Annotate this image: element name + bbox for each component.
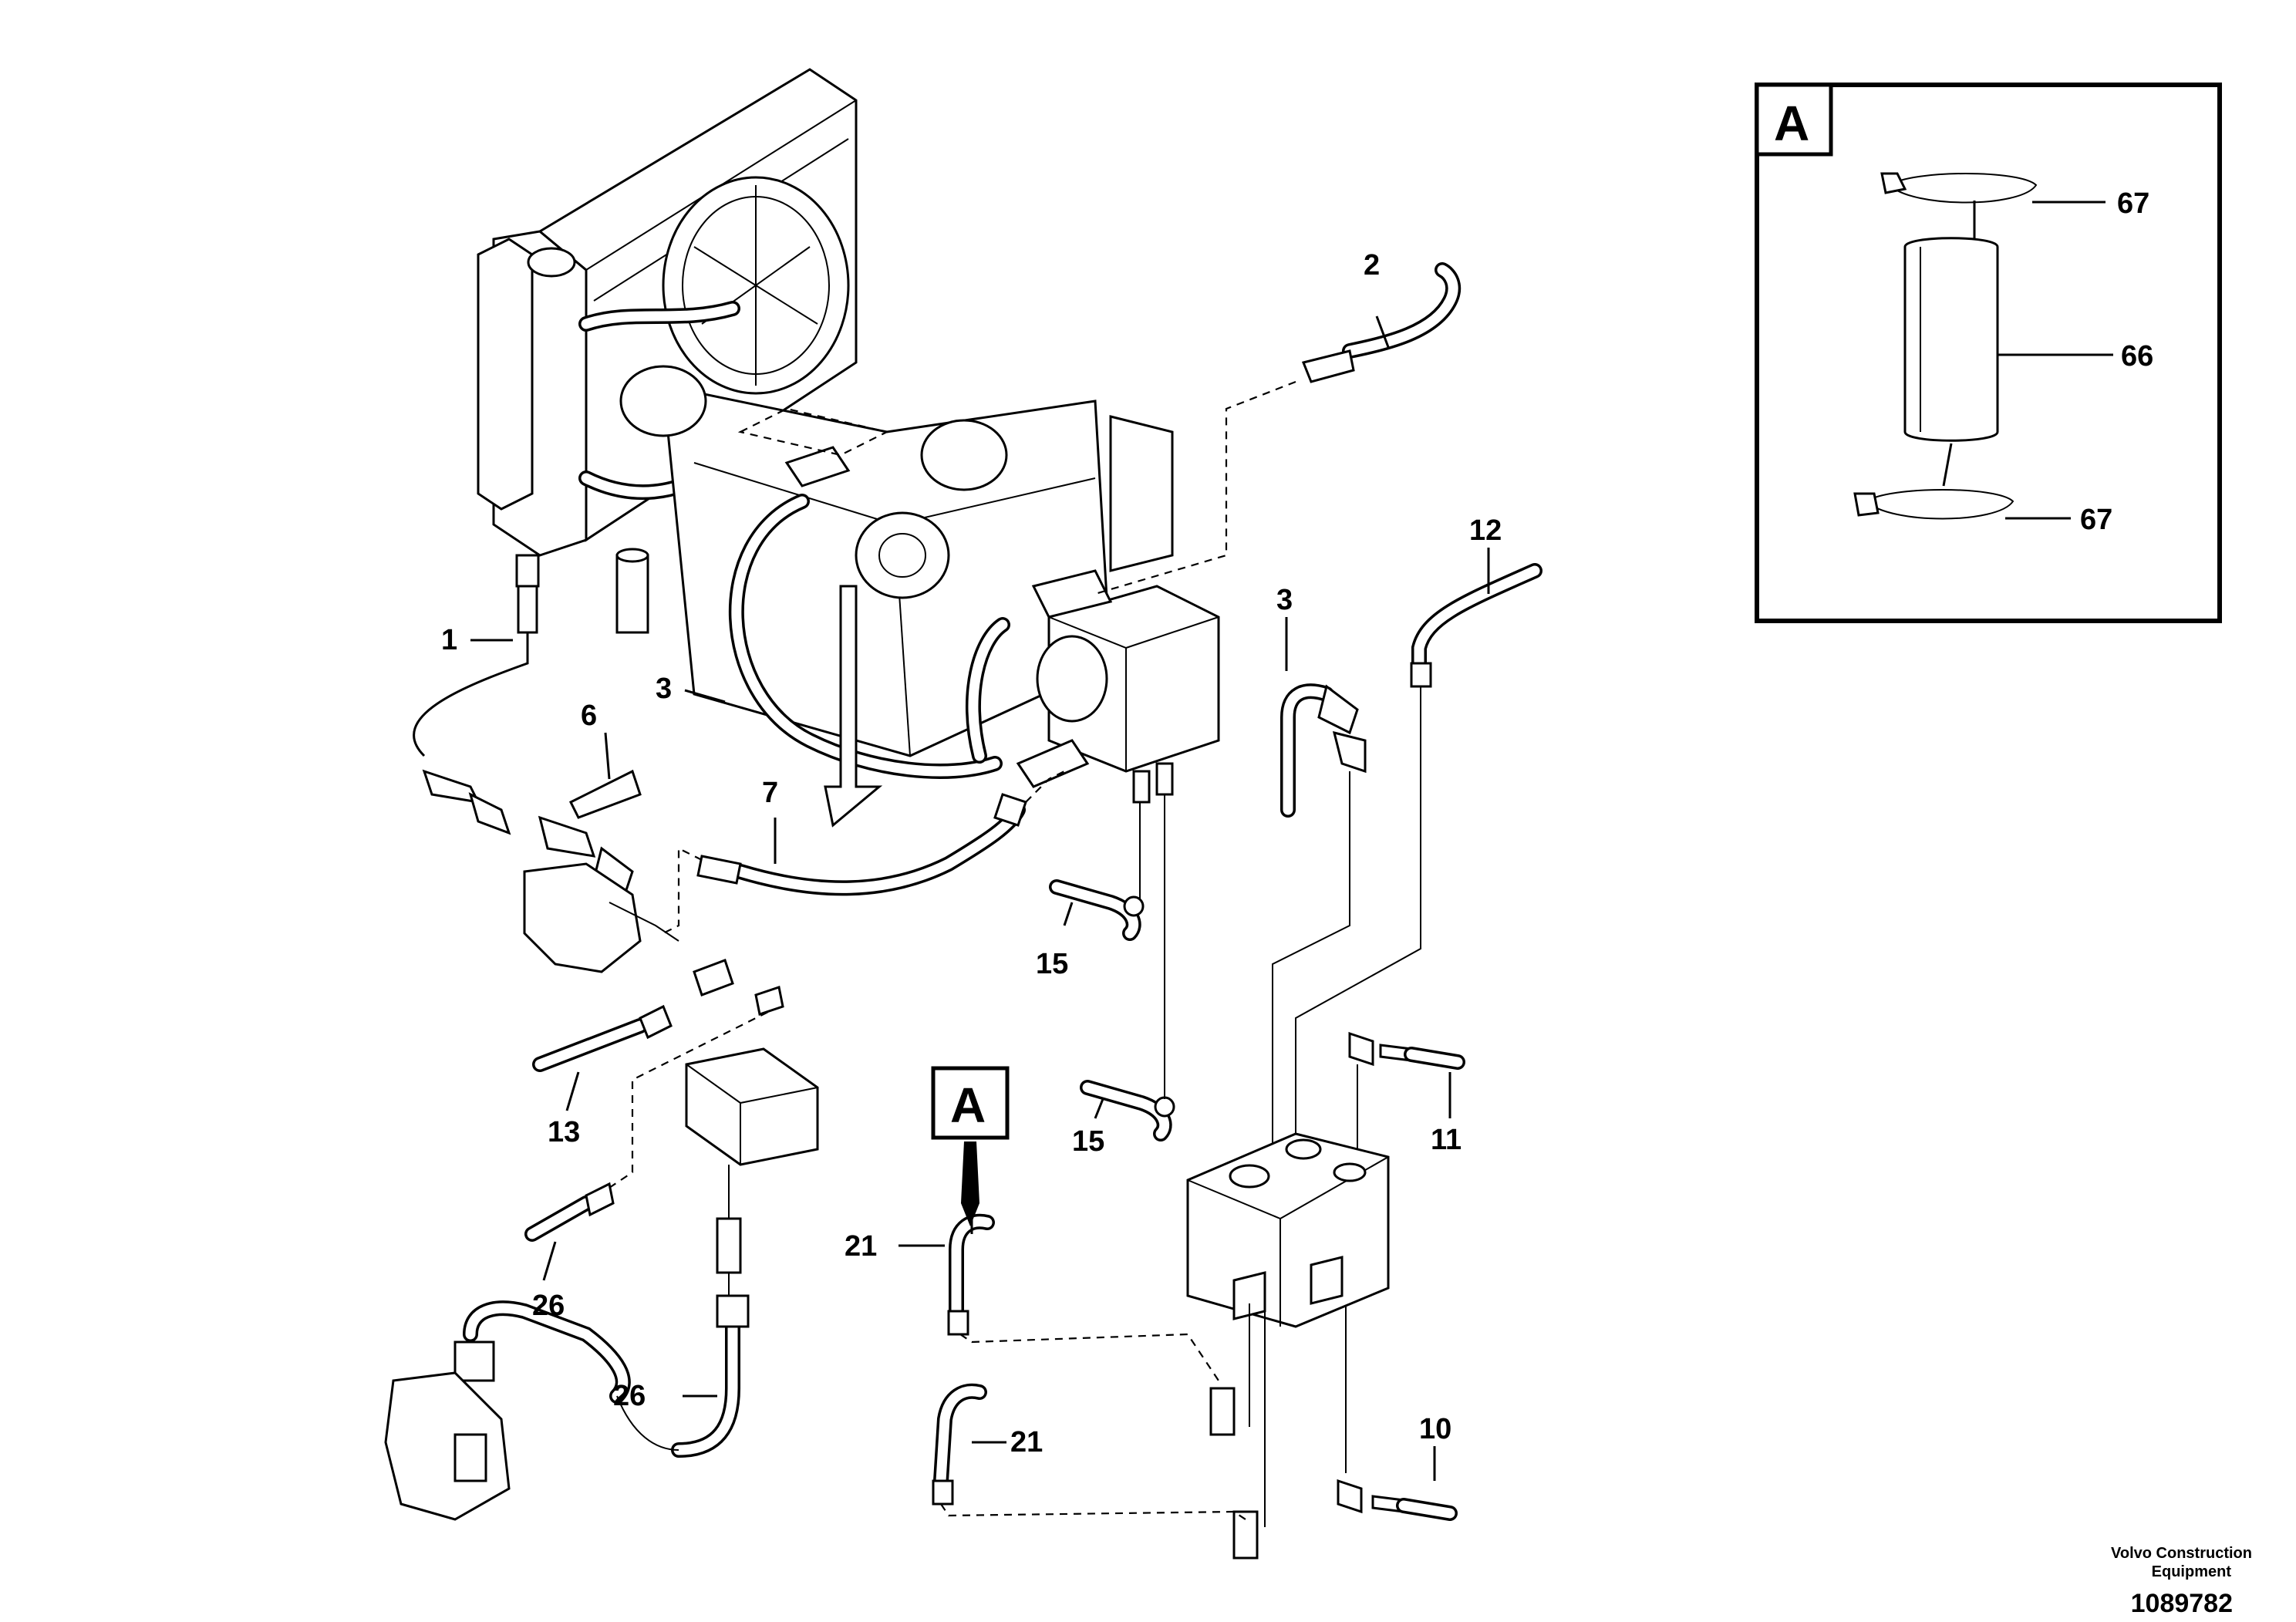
- detail-box-letter: A: [1774, 96, 1809, 151]
- drawing-number: 1089782: [2131, 1589, 2233, 1618]
- detail-box-letter-frame: [1755, 83, 1833, 157]
- part-3-elbow-hose: [1272, 683, 1367, 1249]
- detail-view-a: A 67 66 67: [1755, 83, 2222, 623]
- callout-6: 6: [581, 700, 597, 732]
- valve-block: [1186, 1132, 1390, 1560]
- credit-line-2: Equipment: [2152, 1563, 2232, 1580]
- callout-10: 10: [1419, 1413, 1451, 1445]
- callout-26-lower: 26: [613, 1380, 646, 1412]
- part-21-hose-b: [932, 1383, 1246, 1520]
- callout-2: 2: [1364, 249, 1380, 282]
- part-7-hose: [663, 771, 1065, 934]
- callout-67-top: 67: [2117, 187, 2149, 220]
- callout-3-elbow: 3: [1276, 584, 1293, 616]
- callout-67-bottom: 67: [2080, 504, 2112, 536]
- callout-21-upper: 21: [845, 1230, 877, 1263]
- callout-12: 12: [1469, 514, 1502, 547]
- callout-15-upper: 15: [1036, 948, 1068, 980]
- part-6-tee-fitting: [422, 769, 679, 973]
- part-15-elbow-hose-b: [1080, 794, 1175, 1141]
- arrow-down-icon: [961, 1141, 979, 1226]
- callout-21-lower: 21: [1010, 1426, 1043, 1458]
- leader-engine-top: [737, 407, 890, 457]
- clamp-icon: [1889, 173, 2038, 204]
- callout-7: 7: [762, 777, 778, 809]
- part-1-fitting: [413, 554, 540, 757]
- callout-3-engine: 3: [656, 673, 672, 705]
- callout-26-upper: 26: [532, 1290, 565, 1322]
- callout-66: 66: [2121, 340, 2153, 373]
- part-11-fitting: [1348, 1031, 1465, 1172]
- part-15-elbow-hose-a: [1049, 802, 1145, 941]
- callout-13: 13: [548, 1116, 580, 1148]
- part-2-hose: [1301, 262, 1462, 383]
- part-26-hoses: [384, 1010, 772, 1521]
- sleeve-icon: [1903, 237, 1999, 442]
- part-12-hose: [1295, 548, 1542, 1234]
- detail-marker-a: A: [931, 1066, 1010, 1226]
- credit-line-1: Volvo Construction: [2111, 1545, 2252, 1562]
- callout-11: 11: [1431, 1124, 1462, 1156]
- part-10-fitting: [1337, 1265, 1458, 1521]
- engine-radiator-assembly: [477, 68, 1220, 828]
- callout-15-lower: 15: [1072, 1125, 1104, 1158]
- small-pump: [685, 1047, 819, 1296]
- callout-1: 1: [441, 624, 457, 656]
- part-21-hose-a: [899, 1213, 1219, 1381]
- detail-marker-letter: A: [950, 1077, 986, 1133]
- part-13-hose: [532, 959, 784, 1111]
